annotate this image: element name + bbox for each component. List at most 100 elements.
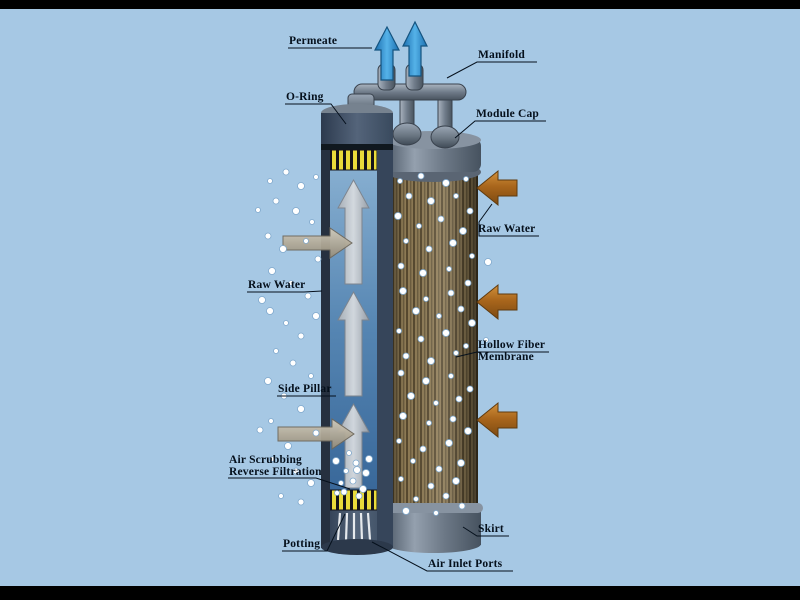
bubble <box>396 328 402 334</box>
label-skirt: Skirt <box>478 523 504 535</box>
bubble <box>334 490 340 496</box>
leader-potting <box>282 513 346 552</box>
bubble <box>419 445 427 453</box>
bubble <box>417 172 425 180</box>
bubble <box>297 405 305 413</box>
bubble <box>284 442 292 450</box>
bubble <box>464 279 472 287</box>
bubble <box>256 426 264 434</box>
bubble <box>466 207 474 215</box>
leader-air-inlet-ports <box>371 541 513 572</box>
bubble <box>399 287 407 295</box>
bubble <box>484 258 492 266</box>
bubble <box>365 455 373 463</box>
bubble <box>413 496 419 502</box>
raw-water-arrow-2 <box>476 283 518 321</box>
bubble <box>314 255 322 263</box>
upflow-arrow-1 <box>337 178 370 285</box>
bubble <box>426 420 432 426</box>
bubble <box>312 312 320 320</box>
label-side-pillar: Side Pillar <box>278 383 332 395</box>
bubble <box>466 385 474 393</box>
left-cap-body <box>321 113 393 146</box>
bubble <box>308 373 314 379</box>
label-hollow-fiber-line1: Hollow Fiber <box>478 339 545 351</box>
bubble <box>453 193 459 199</box>
bubble <box>463 176 469 182</box>
bubble <box>425 245 433 253</box>
bubble <box>449 239 457 247</box>
leader-raw-water-right <box>478 203 539 237</box>
bubble <box>407 392 415 400</box>
raw-water-arrow-3 <box>476 401 518 439</box>
bubble <box>278 493 284 499</box>
bubble <box>353 466 361 474</box>
bubble <box>340 488 348 496</box>
leader-skirt <box>462 526 509 537</box>
bubble <box>359 485 367 493</box>
label-o-ring: O-Ring <box>286 91 324 103</box>
bubble <box>338 480 344 486</box>
bubble <box>397 369 405 377</box>
front-edge-strip <box>377 150 393 548</box>
bubble <box>403 238 409 244</box>
bubble <box>396 438 402 444</box>
bubble <box>457 459 465 467</box>
bubble <box>402 352 410 360</box>
bubble <box>312 429 320 437</box>
bubble <box>437 215 445 223</box>
left-module <box>321 93 393 555</box>
bubble <box>266 307 274 315</box>
top-frame-bar <box>0 0 800 9</box>
bubble <box>427 197 435 205</box>
bubble <box>458 502 466 510</box>
bubble <box>307 479 315 487</box>
bubble <box>442 492 450 500</box>
upflow-arrow-2 <box>337 290 370 397</box>
bubble <box>255 207 261 213</box>
bubble <box>297 332 305 340</box>
bubble <box>268 418 274 424</box>
bubble <box>436 313 442 319</box>
bubble <box>410 458 416 464</box>
leader-module-cap <box>454 120 546 139</box>
bubble <box>346 450 352 456</box>
upflow-arrows <box>337 178 370 489</box>
bubble <box>449 415 457 423</box>
bubble <box>304 292 312 300</box>
bubble <box>398 476 404 482</box>
bubble <box>258 296 266 304</box>
bubble <box>355 492 363 500</box>
raw-water-arrows <box>476 169 518 439</box>
label-module-cap: Module Cap <box>476 108 539 120</box>
dome-cap-1 <box>392 122 422 146</box>
leader-hollow-fiber <box>455 351 549 358</box>
bubble <box>433 510 439 516</box>
dome-cap-2 <box>430 125 460 149</box>
bubble <box>468 319 476 327</box>
bubble <box>416 223 422 229</box>
bottom-frame-bar <box>0 586 800 600</box>
fiber-bundle-shading <box>389 166 478 510</box>
bubble <box>445 439 453 447</box>
bubble <box>313 174 319 180</box>
leader-manifold <box>446 61 537 79</box>
bubble <box>288 280 294 286</box>
labels: Permeate Manifold O-Ring Module Cap Raw … <box>228 35 549 572</box>
bubble <box>289 359 297 367</box>
bubble <box>464 427 472 435</box>
bubble <box>412 307 420 315</box>
bubble <box>272 197 280 205</box>
bubble <box>469 253 475 259</box>
label-raw-water-right: Raw Water <box>478 223 535 235</box>
bubble <box>268 267 276 275</box>
bubble <box>292 207 300 215</box>
label-potting: Potting <box>283 538 320 550</box>
bubble <box>442 179 450 187</box>
bubble <box>264 377 272 385</box>
side-pillar-strip <box>321 150 330 548</box>
bubble <box>423 296 429 302</box>
label-air-inlet-ports: Air Inlet Ports <box>428 558 503 570</box>
potting-top <box>329 149 378 171</box>
